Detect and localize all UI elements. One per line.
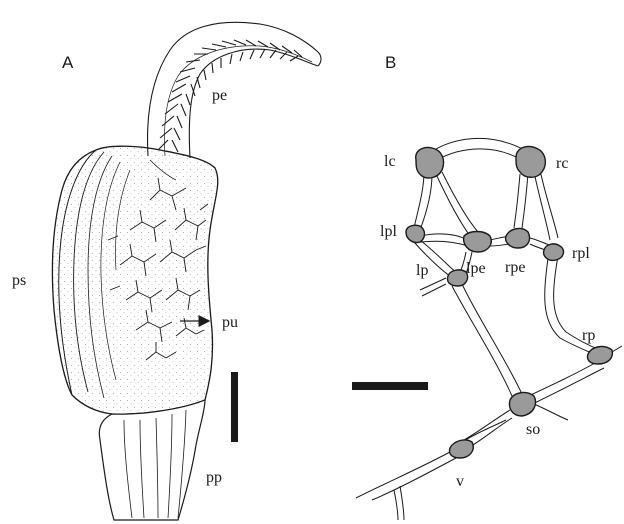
panel-b-letter: B xyxy=(385,53,396,72)
ganglion-v xyxy=(449,440,473,458)
label-rp: rp xyxy=(582,327,595,344)
ganglion-rpl xyxy=(544,244,564,260)
label-rc: rc xyxy=(556,155,568,172)
penial-sheath xyxy=(52,146,217,414)
label-v: v xyxy=(456,473,464,490)
ganglion-lp xyxy=(447,270,467,286)
penial-base xyxy=(99,400,205,520)
label-rpl: rpl xyxy=(572,245,590,262)
ganglion-lc xyxy=(416,148,444,179)
label-ps: ps xyxy=(12,272,26,289)
label-pp: pp xyxy=(206,469,222,486)
ganglion-rc xyxy=(516,146,545,177)
label-lp: lp xyxy=(416,262,428,279)
panel-a-letter: A xyxy=(62,53,74,72)
label-so: so xyxy=(526,421,540,438)
label-rpe: rpe xyxy=(505,259,525,276)
panel-a: A pe xyxy=(12,22,321,520)
label-lpe: lpe xyxy=(466,260,486,277)
label-lc: lc xyxy=(384,153,396,170)
ganglion-so xyxy=(510,393,536,416)
label-pu: pu xyxy=(222,314,238,331)
ganglion-rp xyxy=(587,347,612,364)
ganglia xyxy=(406,146,612,458)
scale-bar-b xyxy=(352,382,428,390)
label-lpl: lpl xyxy=(380,223,397,240)
ganglion-rpe xyxy=(506,229,530,248)
ganglion-lpl xyxy=(406,225,425,242)
panel-b: B xyxy=(352,53,622,520)
label-pe: pe xyxy=(212,87,227,104)
ganglion-lpe xyxy=(464,232,492,253)
scale-bar-a xyxy=(231,372,238,442)
penis-structure xyxy=(148,22,321,158)
